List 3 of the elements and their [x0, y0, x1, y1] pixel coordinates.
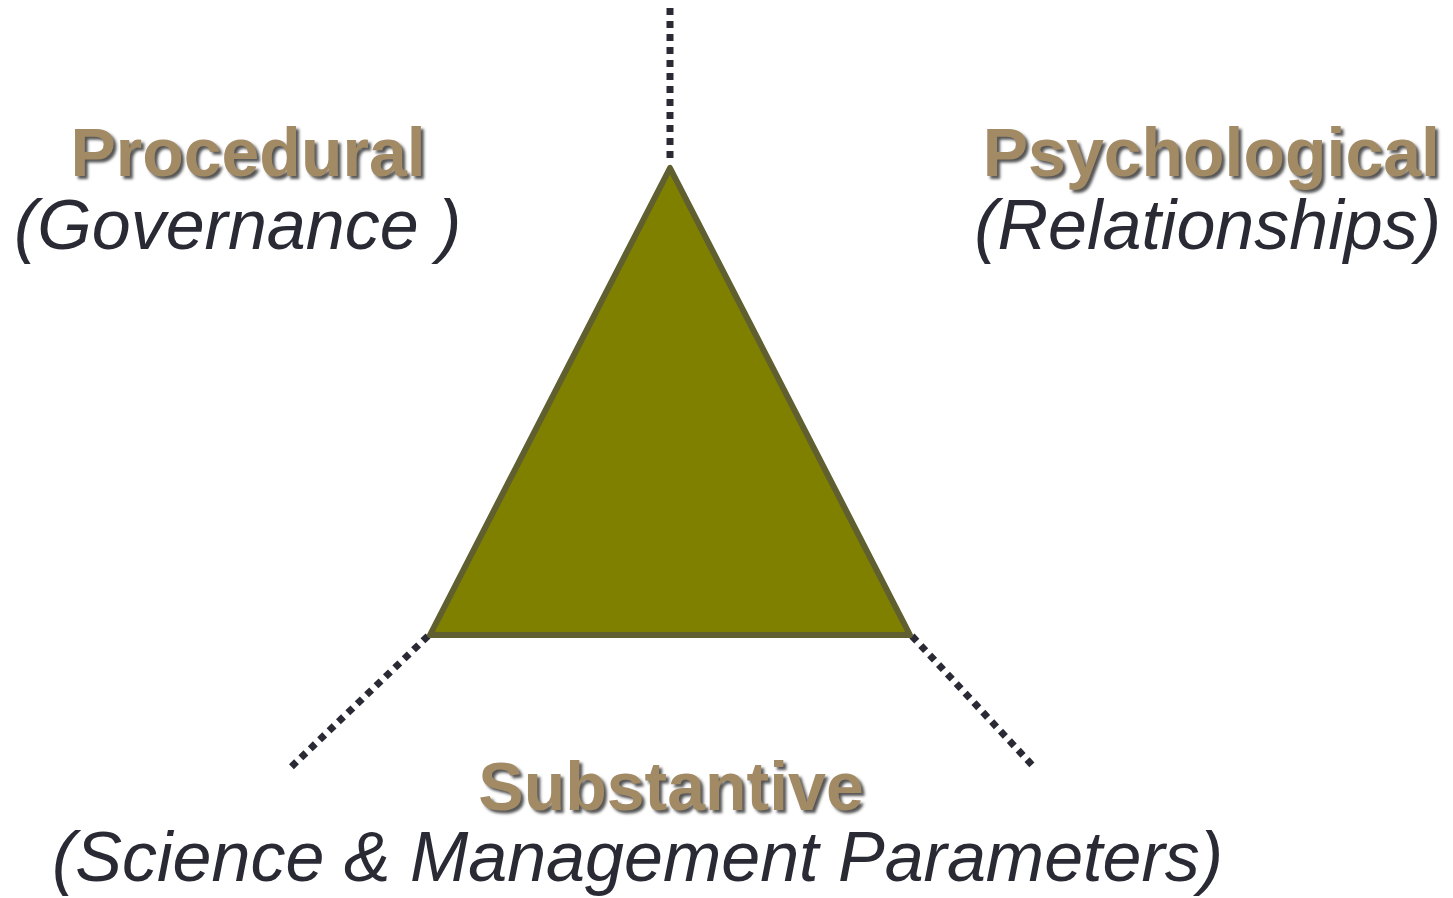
triangle — [427, 165, 913, 638]
heading: Substantive — [478, 752, 864, 820]
heading: Procedural — [70, 118, 426, 186]
